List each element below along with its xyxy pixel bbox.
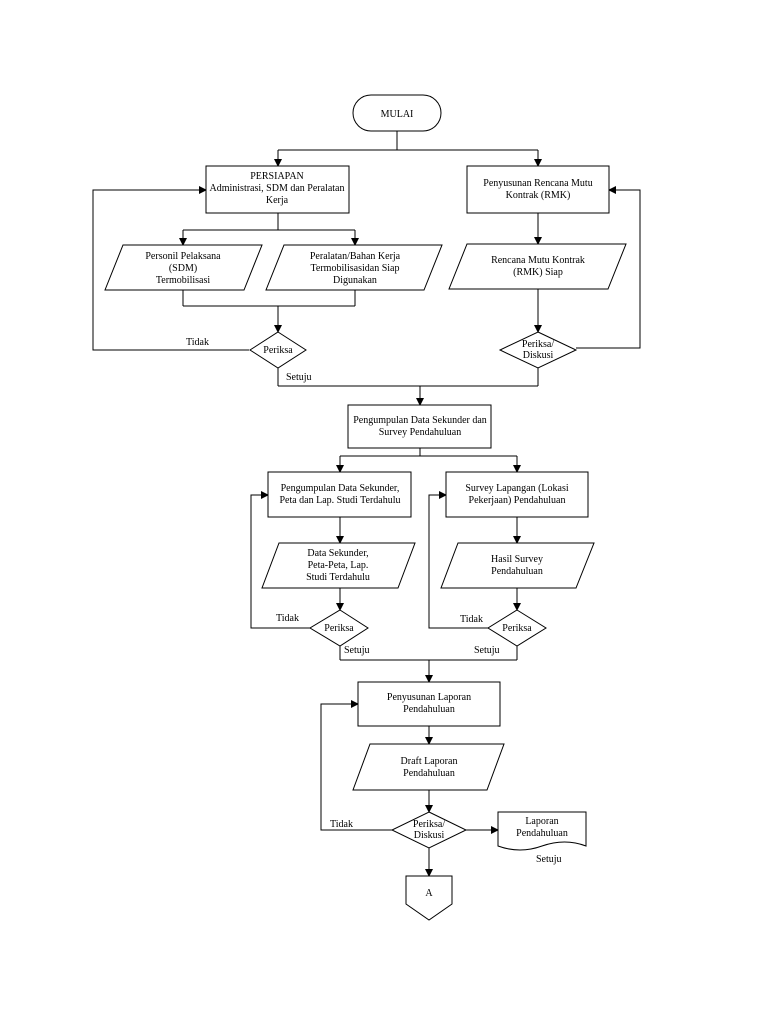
hasil-survey-parallelogram [440, 542, 595, 589]
periksa-diskusi-decision-2 [390, 811, 468, 849]
pengumpulan-survey-line2: Survey Pendahuluan [379, 427, 462, 438]
survey-lapangan-box [445, 471, 589, 518]
rmk-box [466, 165, 610, 214]
pengumpulan-data-box [267, 471, 412, 518]
offpage-connector-a [405, 875, 453, 921]
survey-lapangan-line1: Survey Lapangan (Lokasi [465, 483, 569, 494]
tidak-label-3: Tidak [460, 614, 483, 625]
periksa-diskusi-1-line1: Periksa/ [522, 339, 554, 350]
pengumpulan-survey-line1: Pengumpulan Data Sekunder dan [353, 415, 487, 426]
laporan-pendahuluan-line1: Laporan [525, 816, 558, 827]
rmk-siap-line1: Rencana Mutu Kontrak [491, 255, 585, 266]
laporan-pendahuluan-line2: Pendahuluan [516, 828, 568, 839]
data-sekunder-line3: Studi Terdahulu [306, 572, 370, 583]
hasil-survey-line1: Hasil Survey [491, 554, 543, 565]
rmk-line1: Penyusunan Rencana Mutu [483, 178, 592, 189]
draft-laporan-parallelogram [352, 743, 505, 791]
rmk-siap-line2: (RMK) Siap [513, 267, 563, 278]
draft-laporan-line2: Pendahuluan [403, 768, 455, 779]
tidak-label-2: Tidak [276, 613, 299, 624]
persiapan-box [205, 165, 350, 214]
personil-parallelogram [104, 244, 263, 291]
peralatan-line1: Peralatan/Bahan Kerja [310, 251, 401, 262]
setuju-label-3: Setuju [474, 645, 500, 656]
laporan-pendahuluan-document [497, 811, 587, 851]
pengumpulan-data-line2: Peta dan Lap. Studi Terdahulu [279, 495, 400, 506]
survey-lapangan-line2: Pekerjaan) Pendahuluan [469, 495, 566, 506]
periksa-label-3: Periksa [502, 623, 532, 634]
data-sekunder-line1: Data Sekunder, [307, 548, 368, 559]
periksa-label-2: Periksa [324, 623, 354, 634]
periksa-decision-3 [487, 609, 547, 647]
rmk-line2: Kontrak (RMK) [506, 190, 571, 201]
periksa-diskusi-decision-1 [498, 331, 578, 369]
periksa-label-1: Periksa [263, 345, 293, 356]
penyusunan-laporan-line1: Penyusunan Laporan [387, 692, 471, 703]
setuju-label-1: Setuju [286, 372, 312, 383]
start-label: MULAI [381, 109, 414, 120]
personil-line2: (SDM) [169, 263, 197, 274]
pengumpulan-survey-box [347, 404, 492, 449]
hasil-survey-line2: Pendahuluan [491, 566, 543, 577]
peralatan-parallelogram [265, 244, 443, 291]
peralatan-line2: Termobilisasidan Siap [310, 263, 399, 274]
pengumpulan-data-line1: Pengumpulan Data Sekunder, [281, 483, 400, 494]
data-sekunder-line2: Peta-Peta, Lap. [308, 560, 369, 571]
setuju-label-2: Setuju [344, 645, 370, 656]
persiapan-title: PERSIAPAN [250, 171, 304, 182]
personil-line1: Personil Pelaksana [145, 251, 221, 262]
draft-laporan-line1: Draft Laporan [401, 756, 458, 767]
data-sekunder-parallelogram [261, 542, 416, 589]
periksa-diskusi-2-line2: Diskusi [414, 830, 445, 841]
connector-a-label: A [425, 888, 433, 899]
periksa-decision-2 [309, 609, 369, 647]
tidak-label-4: Tidak [330, 819, 353, 830]
peralatan-line3: Digunakan [333, 275, 377, 286]
start-terminator [352, 94, 442, 132]
persiapan-line2: Kerja [266, 195, 289, 206]
connector-lines [92, 131, 641, 877]
periksa-diskusi-2-line1: Periksa/ [413, 819, 445, 830]
periksa-decision-1 [249, 331, 307, 369]
penyusunan-laporan-box [357, 681, 501, 727]
setuju-label-4: Setuju [536, 854, 562, 865]
rmk-siap-parallelogram [448, 243, 627, 290]
personil-line3: Termobilisasi [156, 275, 211, 286]
persiapan-line1: Administrasi, SDM dan Peralatan [210, 183, 345, 194]
periksa-diskusi-1-line2: Diskusi [523, 350, 554, 361]
penyusunan-laporan-line2: Pendahuluan [403, 704, 455, 715]
tidak-label-1: Tidak [186, 337, 209, 348]
